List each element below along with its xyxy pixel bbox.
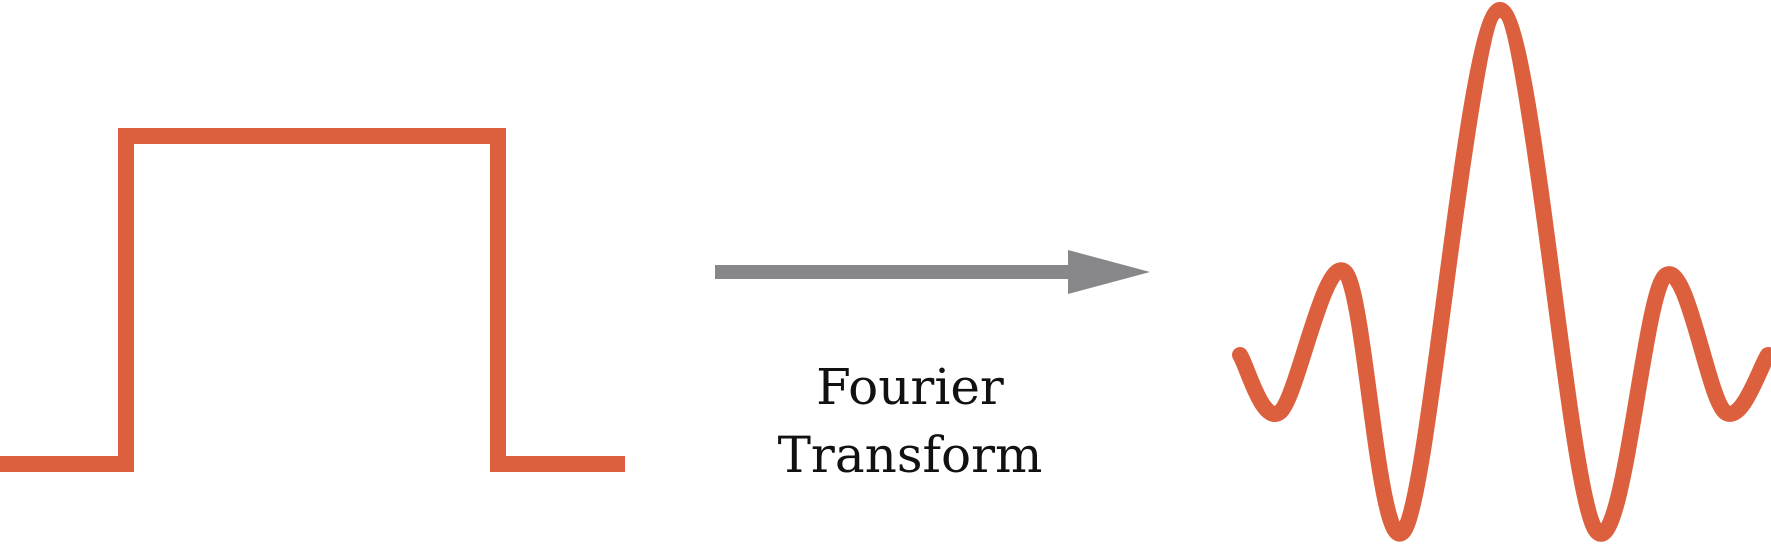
transform-label: Fourier Transform [778, 358, 1043, 484]
transform-arrow-head [1068, 250, 1150, 294]
label-line-transform: Transform [778, 426, 1043, 484]
transform-arrow [715, 250, 1150, 294]
sinc-wave [1232, 2, 1771, 542]
label-line-fourier: Fourier [816, 358, 1004, 416]
rectangular-pulse [0, 128, 625, 472]
rectangular-pulse-line [0, 128, 625, 472]
sinc-wave-line [1232, 2, 1771, 542]
